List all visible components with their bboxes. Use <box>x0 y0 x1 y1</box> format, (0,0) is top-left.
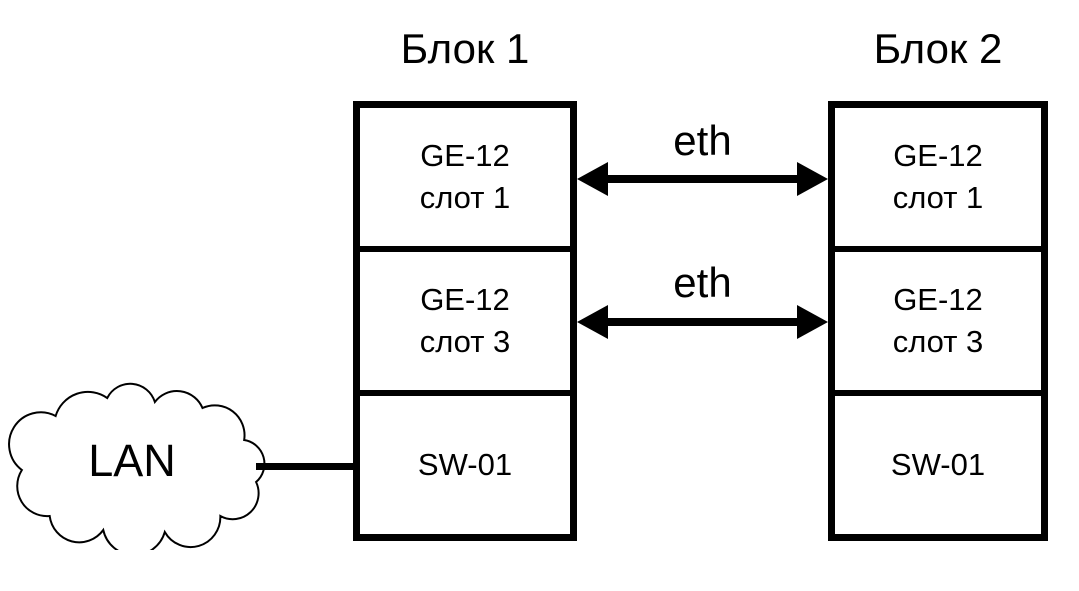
cell-line: GE-12 <box>420 282 510 318</box>
arrow-shaft <box>601 318 804 326</box>
lan-cloud: LAN <box>8 378 266 550</box>
block2-cell-sw01: SW-01 <box>835 390 1041 534</box>
cell-line: GE-12 <box>893 138 983 174</box>
block2: GE-12 слот 1 GE-12 слот 3 SW-01 <box>828 101 1048 541</box>
cell-line: SW-01 <box>890 447 986 483</box>
cell-line: слот 3 <box>419 324 511 359</box>
arrow-right-head-icon <box>797 305 828 339</box>
block1-cell-ge12-slot3: GE-12 слот 3 <box>360 246 570 390</box>
cell-line: слот 1 <box>892 180 984 215</box>
block2-cell-ge12-slot3: GE-12 слот 3 <box>835 246 1041 390</box>
eth-link2-double-arrow <box>577 305 828 339</box>
cell-line: GE-12 <box>420 138 510 174</box>
lan-to-block1-connector <box>256 463 358 470</box>
arrow-shaft <box>601 175 804 183</box>
lan-label: LAN <box>88 435 176 486</box>
block2-title: Блок 2 <box>873 25 1003 72</box>
cell-line: слот 3 <box>892 324 984 359</box>
arrow-right-head-icon <box>797 162 828 196</box>
eth-link2-label: eth <box>673 259 732 306</box>
block1-title: Блок 1 <box>400 25 530 72</box>
block2-cell-ge12-slot1: GE-12 слот 1 <box>835 108 1041 246</box>
block1-cell-sw01: SW-01 <box>360 390 570 534</box>
block1: GE-12 слот 1 GE-12 слот 3 SW-01 <box>353 101 577 541</box>
eth-link1-double-arrow <box>577 162 828 196</box>
eth-link1-label: eth <box>673 117 732 164</box>
block1-cell-ge12-slot1: GE-12 слот 1 <box>360 108 570 246</box>
cell-line: SW-01 <box>417 447 513 483</box>
cell-line: GE-12 <box>893 282 983 318</box>
cell-line: слот 1 <box>419 180 511 215</box>
